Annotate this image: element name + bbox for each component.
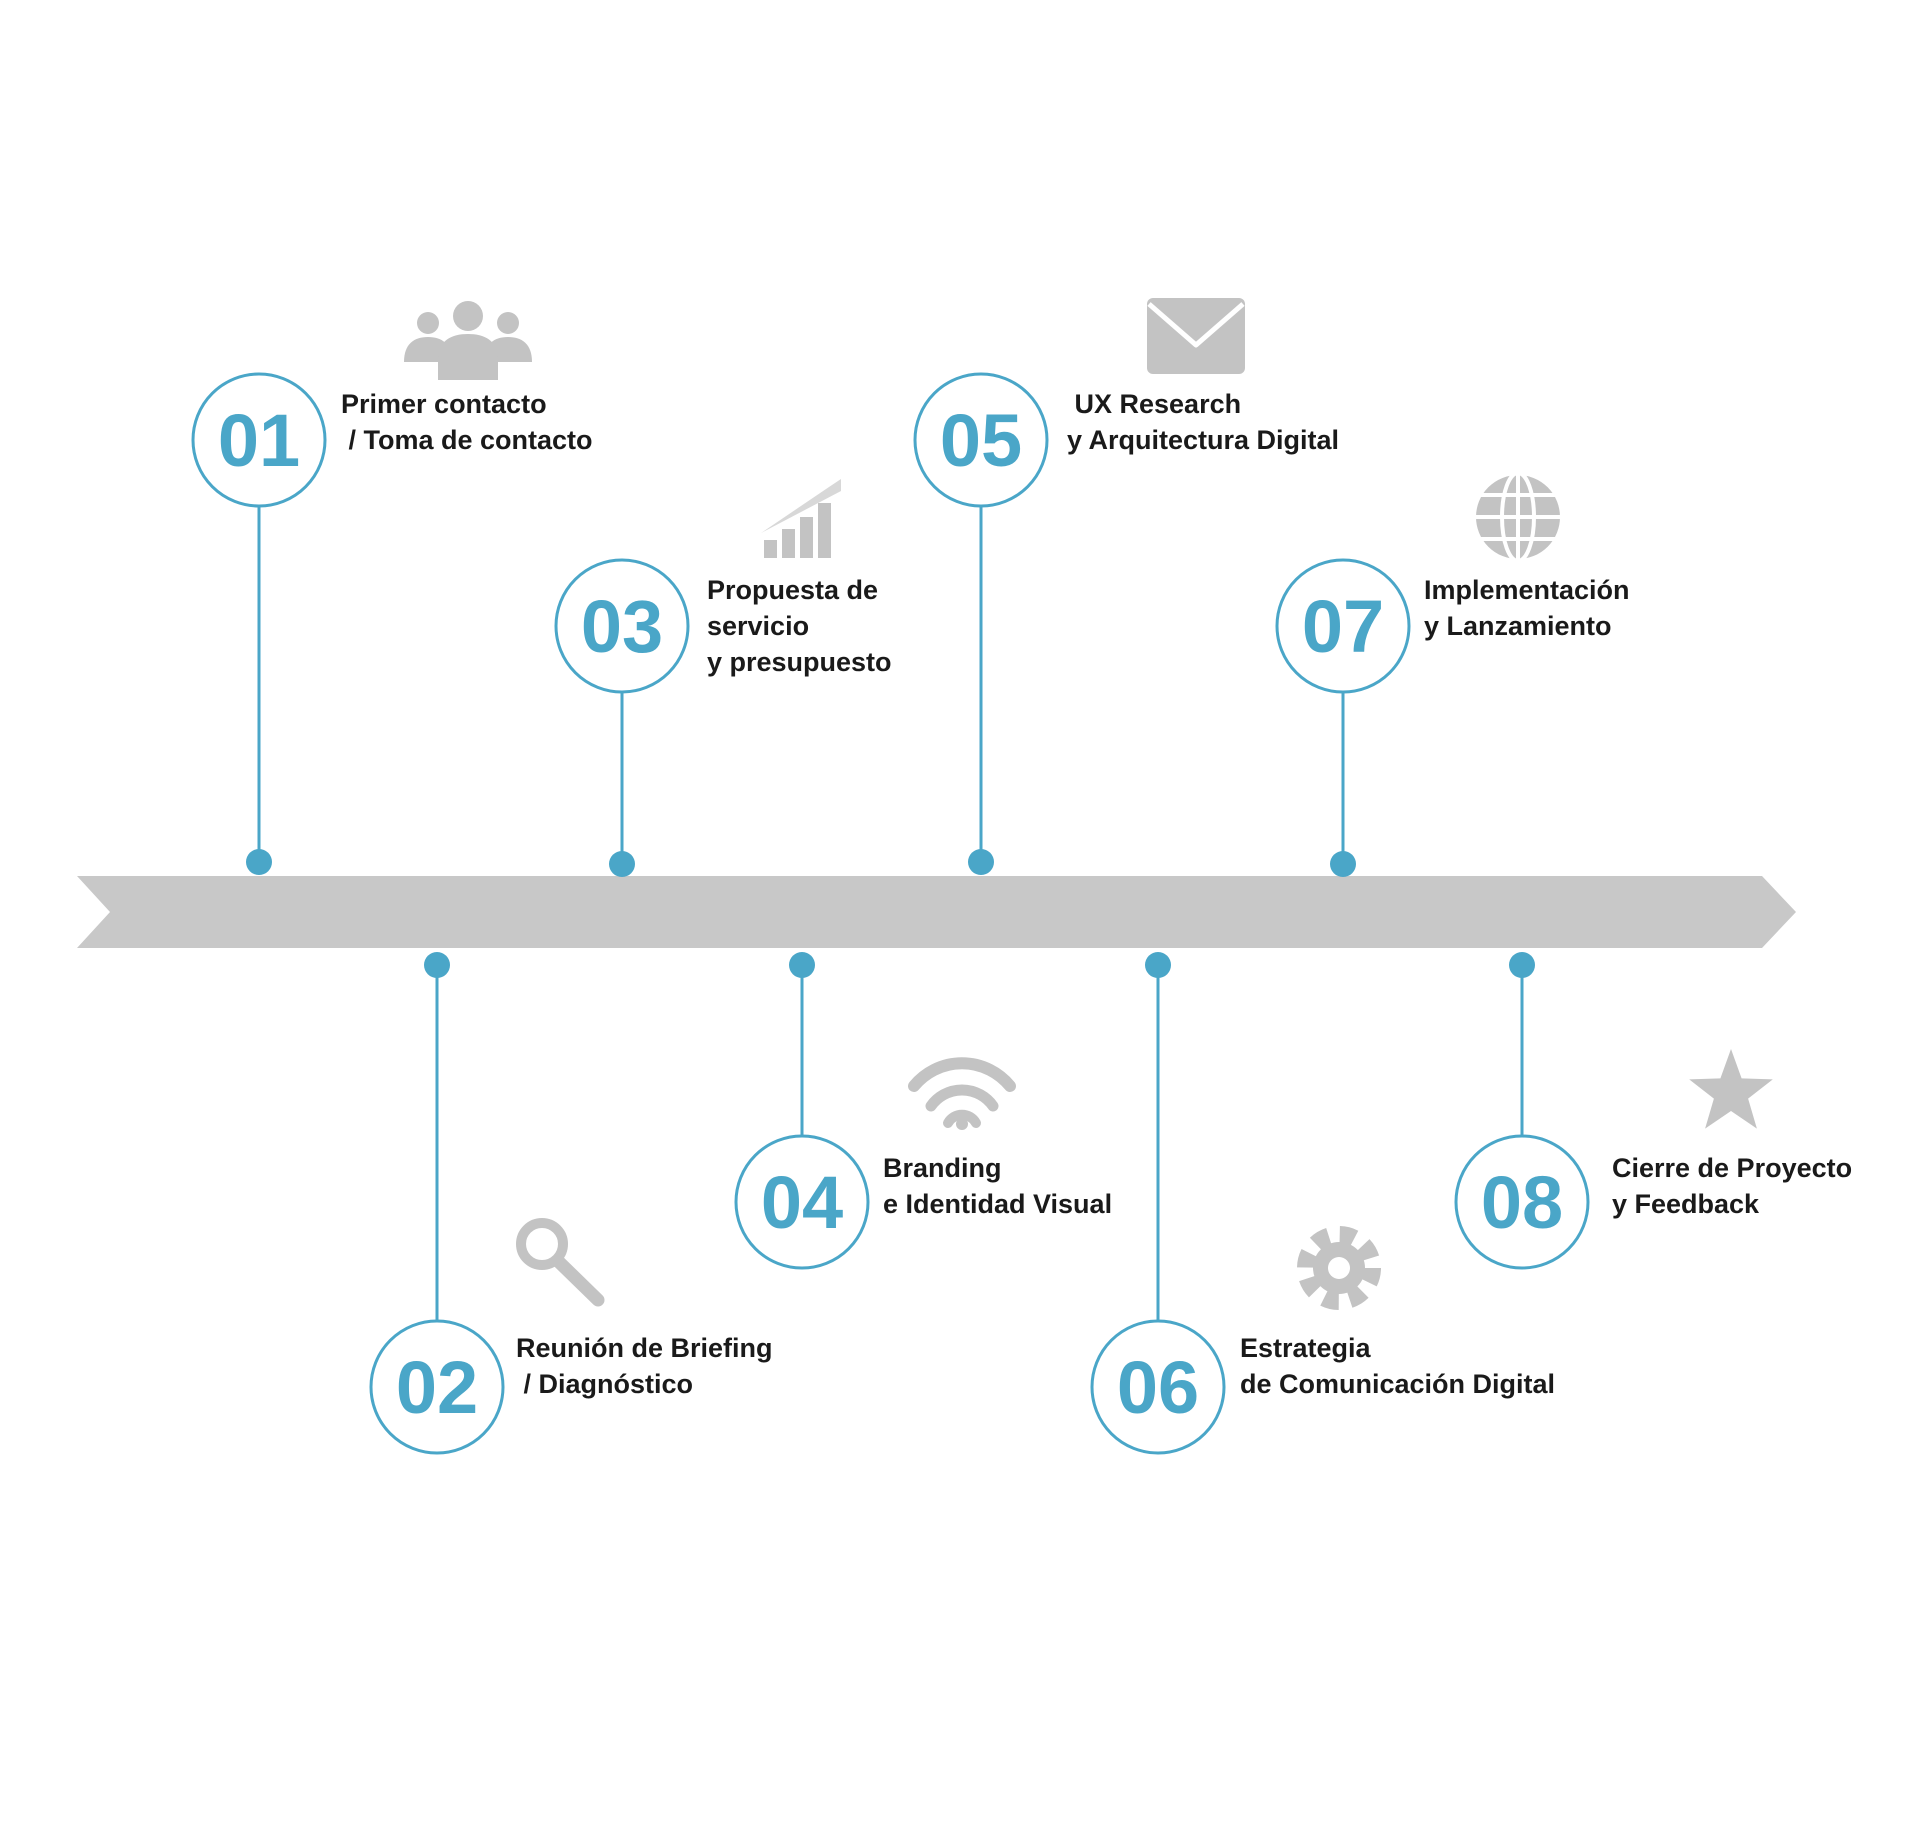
step-06: 06 [1090,1319,1226,1455]
step-label-line: de Comunicación Digital [1240,1369,1556,1399]
timeline-arrow [77,876,1796,948]
step-circle [734,1134,870,1270]
star-icon [1689,1049,1773,1129]
step-label-04: Branding e Identidad Visual [883,1150,1112,1222]
gear-icon [1297,1226,1381,1310]
bar-chart-icon [761,479,841,558]
step-number: 05 [940,399,1022,482]
step-label-line: Branding [883,1153,1002,1183]
connector-dot-08 [1509,952,1535,978]
connector-lines [246,506,1535,1321]
step-label-03: Propuesta de servicio y presupuesto [707,572,892,680]
step-circle [913,372,1049,508]
step-07: 07 [1275,558,1411,694]
step-label-line: / Diagnóstico [516,1369,694,1399]
step-03: 03 [554,558,690,694]
step-label-line: Cierre de Proyecto [1612,1153,1853,1183]
step-08: 08 [1454,1134,1590,1270]
step-circle [554,558,690,694]
step-circle [191,372,327,508]
people-icon [404,301,532,380]
step-label-line: UX Research [1067,389,1242,419]
step-label-line: y Arquitectura Digital [1067,425,1340,455]
step-label-02: Reunión de Briefing / Diagnóstico [516,1330,773,1402]
step-number: 01 [218,399,300,482]
step-05: 05 [913,372,1049,508]
step-label-line: Estrategia [1240,1333,1371,1363]
step-circle [1275,558,1411,694]
connector-dot-06 [1145,952,1171,978]
connector-dot-04 [789,952,815,978]
connector-dot-03 [609,851,635,877]
step-label-06: Estrategia de Comunicación Digital [1240,1330,1555,1402]
step-label-line: y presupuesto [707,647,892,677]
timeline-steps: 01 02 03 04 05 06 07 08 [191,372,1590,1455]
step-label-line: / Toma de contacto [341,425,593,455]
step-04: 04 [734,1134,870,1270]
step-label-line: Implementación [1424,575,1630,605]
step-label-line: Reunión de Briefing [516,1333,773,1363]
step-number: 02 [396,1346,478,1429]
step-number: 04 [761,1161,843,1244]
step-02: 02 [369,1319,505,1455]
step-number: 07 [1302,585,1384,668]
globe-icon [1472,471,1564,563]
step-label-01: Primer contacto / Toma de contacto [341,386,593,458]
connector-dot-07 [1330,851,1356,877]
step-label-line: e Identidad Visual [883,1189,1113,1219]
connector-dot-05 [968,849,994,875]
step-label-line: Propuesta de [707,575,879,605]
connector-dot-02 [424,952,450,978]
step-circle [369,1319,505,1455]
step-circle [1090,1319,1226,1455]
envelope-icon [1147,298,1245,374]
connector-dot-01 [246,849,272,875]
step-01: 01 [191,372,327,508]
magnifier-icon [516,1218,605,1307]
step-number: 08 [1481,1161,1563,1244]
step-label-05: UX Research y Arquitectura Digital [1067,386,1339,458]
step-label-line: y Feedback [1612,1189,1760,1219]
wifi-icon [908,1057,1016,1130]
step-label-08: Cierre de Proyecto y Feedback [1612,1150,1852,1222]
step-label-line: servicio [707,611,810,641]
step-label-line: Primer contacto [341,389,547,419]
step-circle [1454,1134,1590,1270]
step-label-line: y Lanzamiento [1424,611,1612,641]
step-number: 03 [581,585,663,668]
step-label-07: Implementación y Lanzamiento [1424,572,1630,644]
step-number: 06 [1117,1346,1199,1429]
